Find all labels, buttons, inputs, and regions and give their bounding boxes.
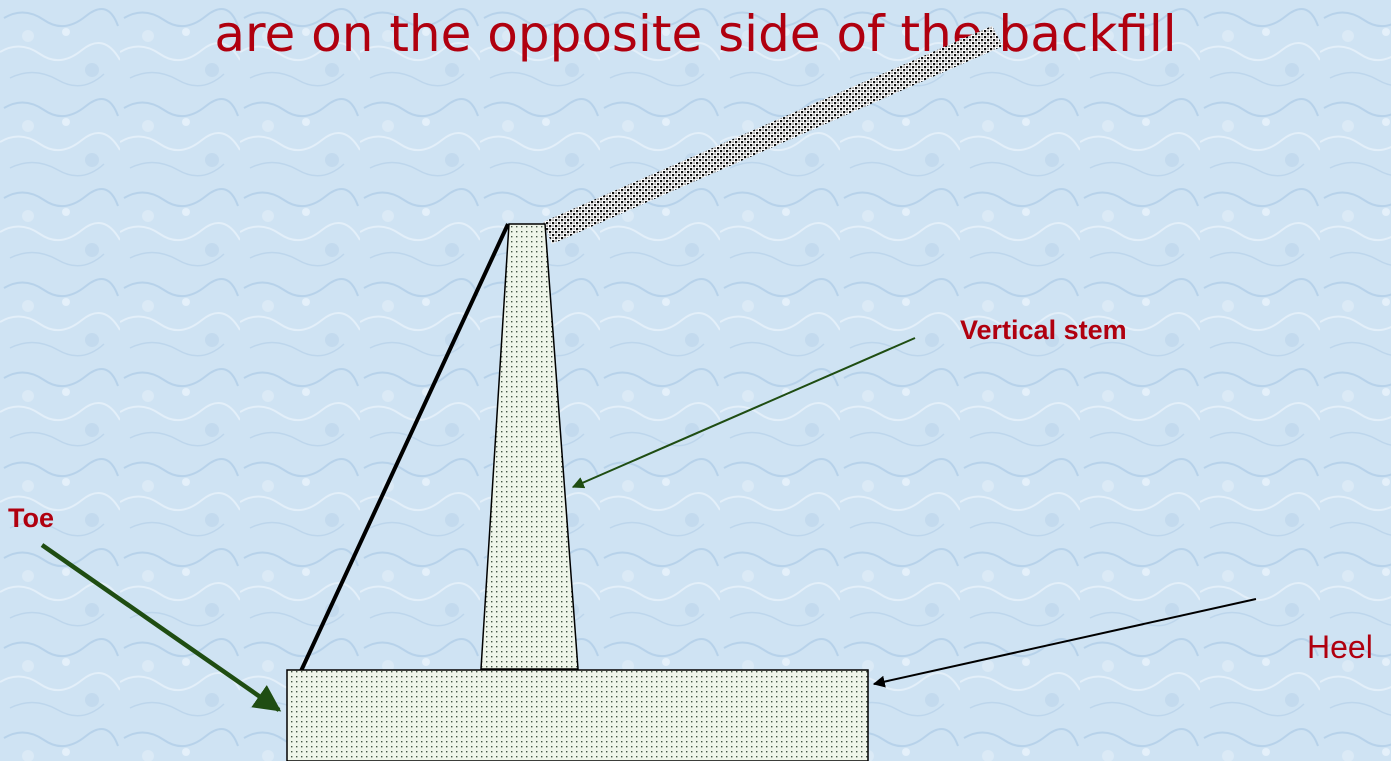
vertical-stem-label: Vertical stem — [960, 315, 1127, 345]
heel-label: Heel — [1307, 629, 1373, 665]
slide-title-fragment: are on the opposite side of the backfill — [214, 5, 1177, 63]
toe-label: Toe — [8, 503, 54, 533]
toe-arrow — [40, 543, 282, 712]
heel-arrow — [872, 598, 1257, 688]
base-slab — [286, 669, 869, 761]
backfill-slope — [543, 26, 1003, 244]
stem-arrow — [571, 337, 916, 489]
vertical-stem — [480, 223, 579, 670]
counterfort-line — [299, 223, 510, 672]
